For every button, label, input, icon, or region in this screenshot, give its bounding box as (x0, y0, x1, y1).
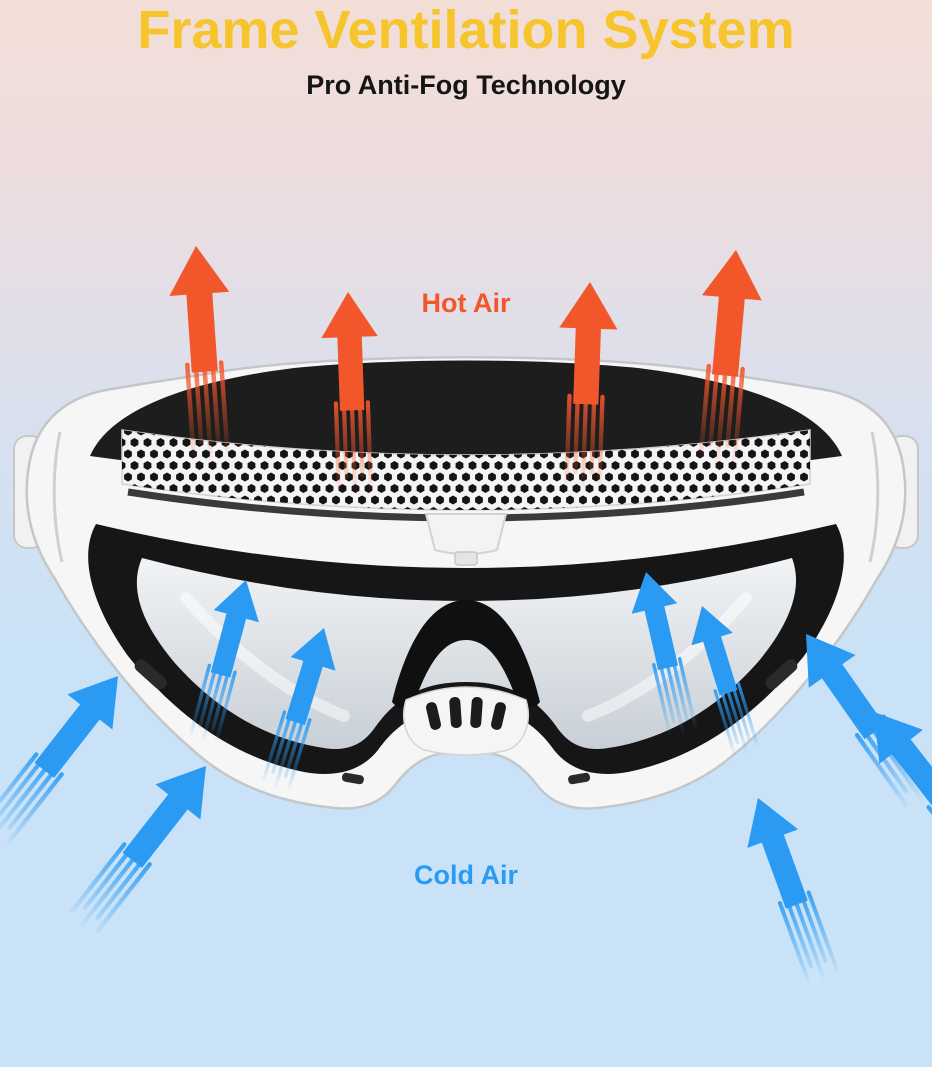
nose-vent-slots (425, 696, 507, 730)
goggles (13, 356, 919, 810)
cold-air-arrow-icon (0, 658, 140, 853)
right-hinge-line (868, 431, 880, 563)
frame-vent-slots (134, 659, 798, 785)
left-hinge-line (52, 431, 64, 563)
page-subtitle: Pro Anti-Fog Technology (306, 70, 626, 100)
lens-highlight-left (180, 592, 350, 722)
vent-honeycomb (121, 429, 811, 511)
nose-guard (403, 686, 529, 756)
page-title: Frame Ventilation System (137, 0, 795, 60)
nose-bridge (392, 600, 540, 708)
cold-air-label: Cold Air (414, 860, 518, 890)
center-clip-slot (454, 551, 478, 566)
lens-highlight-right (582, 592, 752, 722)
hot-air-label: Hot Air (421, 288, 511, 318)
center-clip-tab (424, 513, 508, 555)
cold-air-arrow-icon (58, 748, 228, 943)
